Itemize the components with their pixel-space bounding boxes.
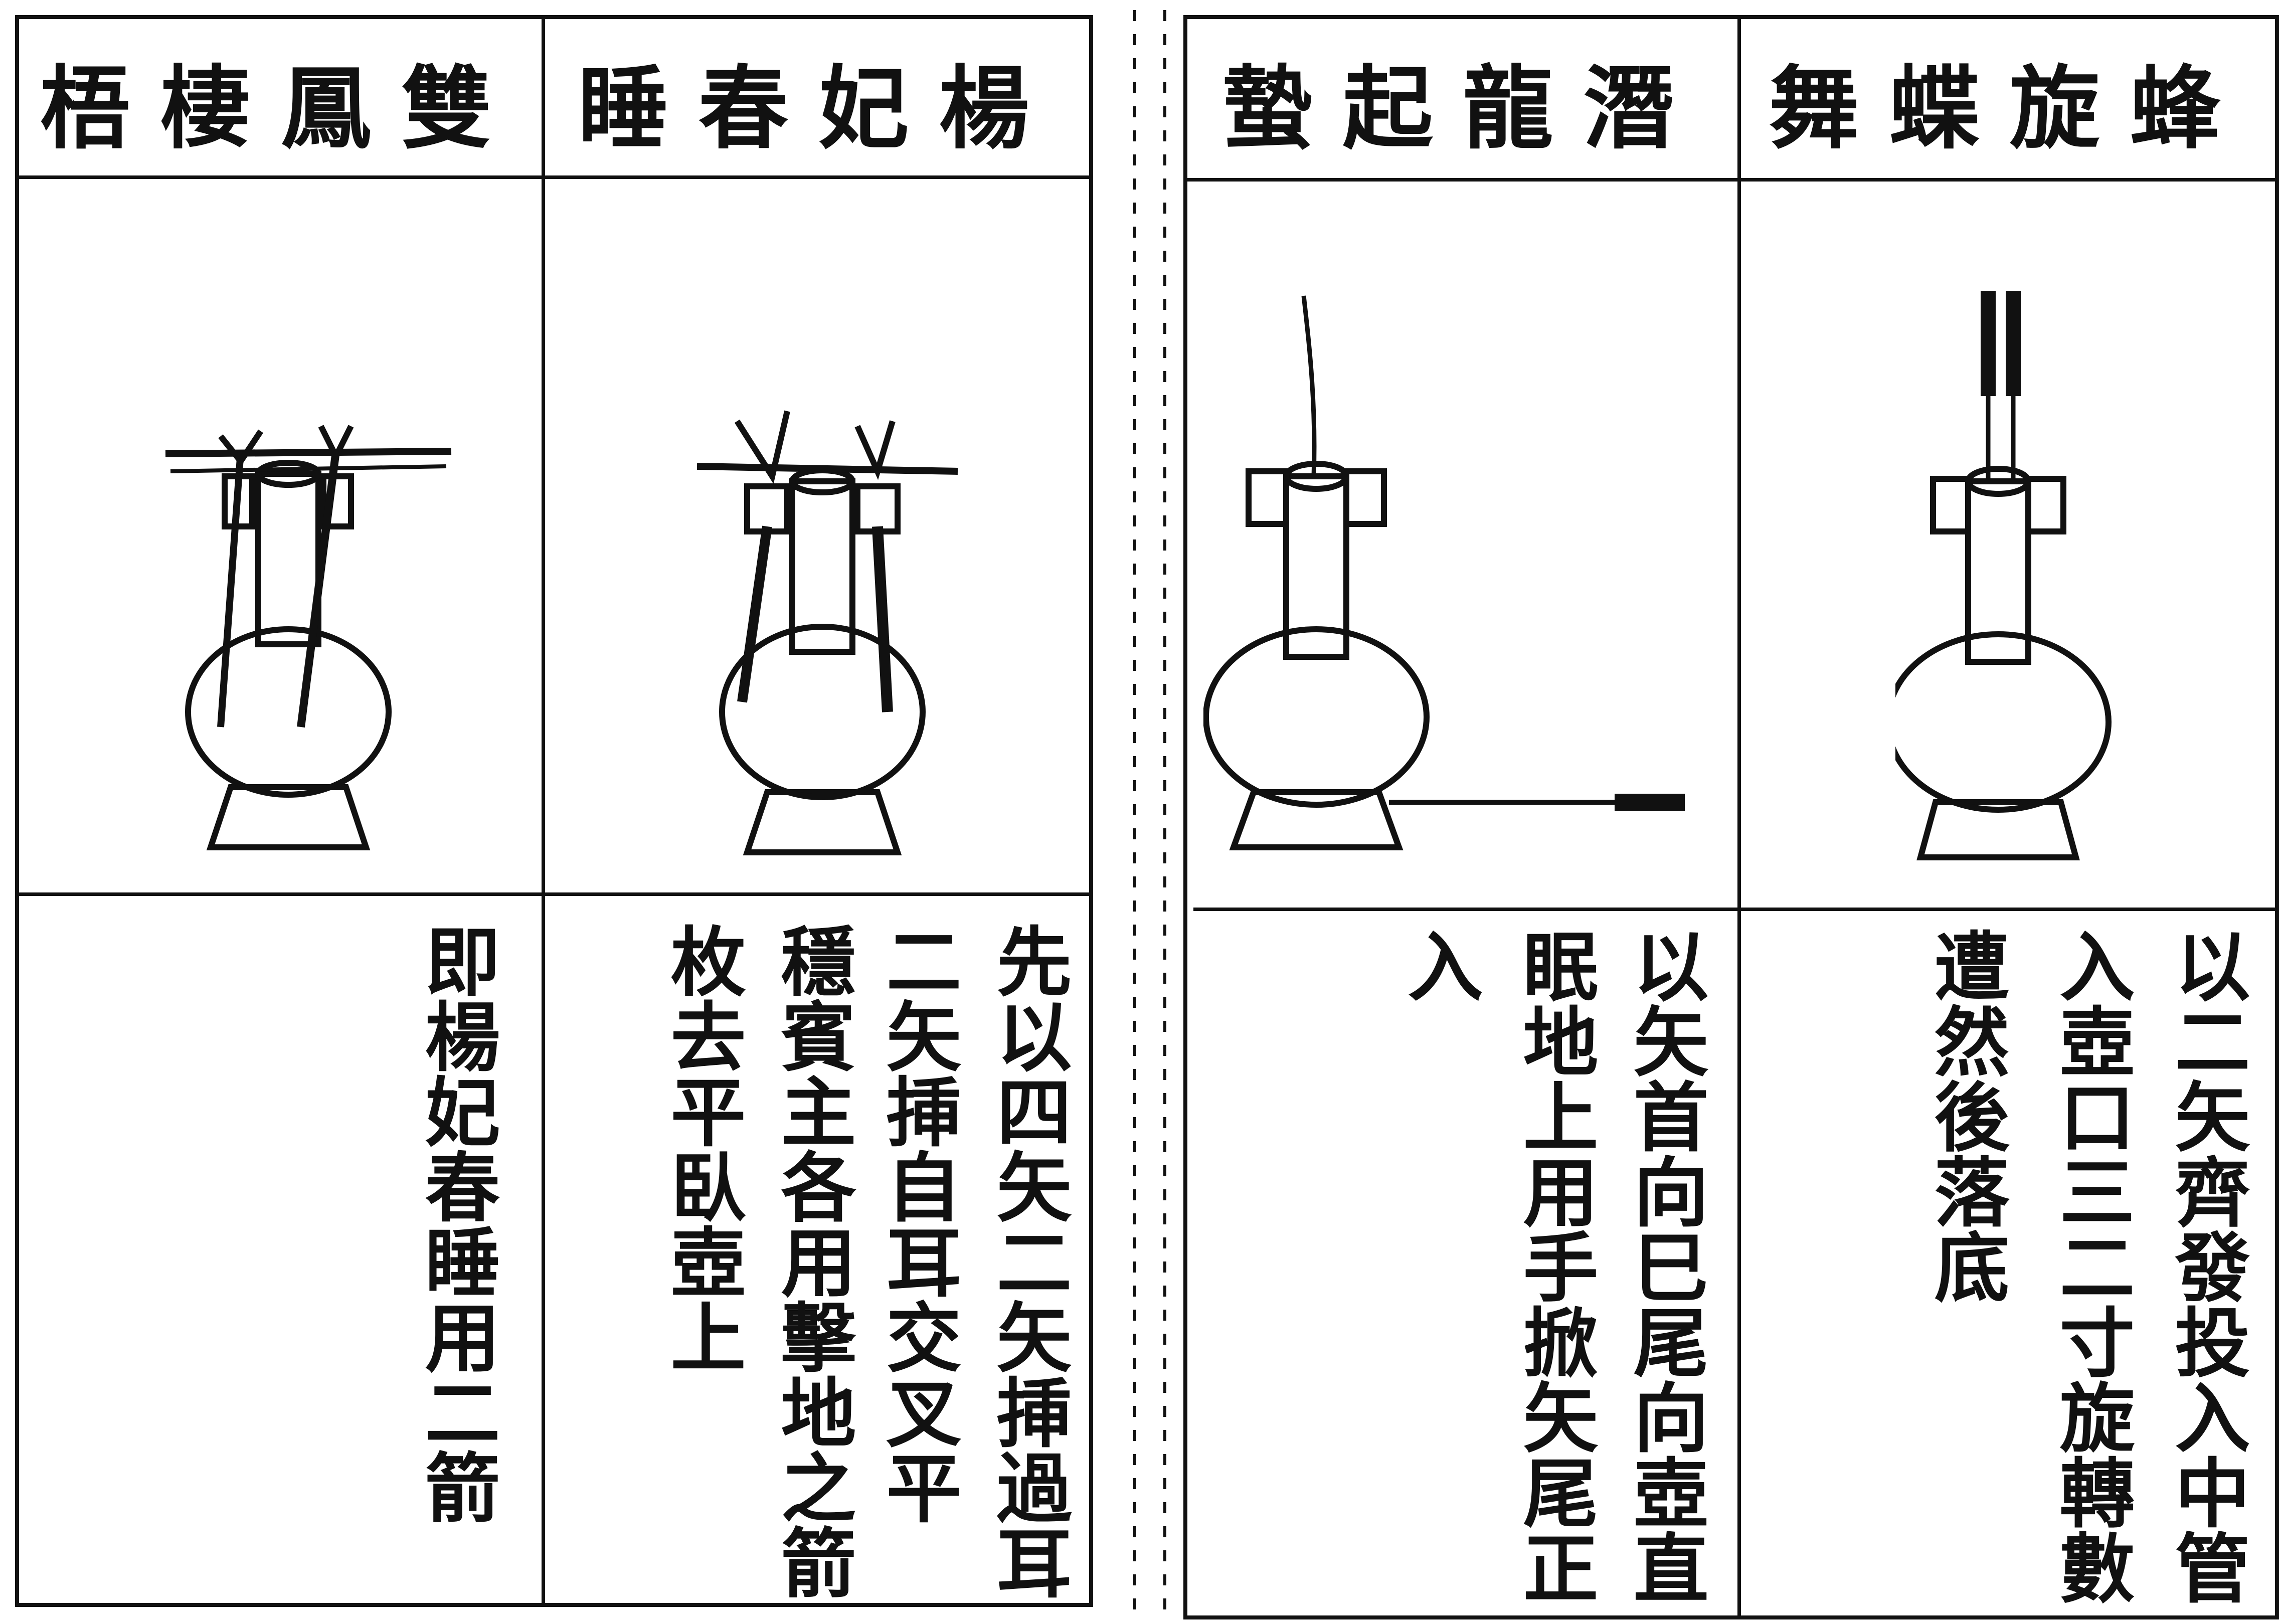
plate-3-text-col-1: 以矢首向巳尾向壺直 — [1621, 928, 1709, 1604]
arrow-feather-left — [218, 429, 263, 467]
pot-body — [719, 624, 926, 800]
right-column-divider — [1737, 15, 1741, 1619]
pot-neck — [1965, 478, 2031, 665]
left-image-rule — [15, 892, 1093, 896]
pot-ear-right — [1343, 468, 1387, 527]
plate-title-fengxuan: 蜂旋蝶舞 — [1769, 55, 2250, 161]
plate-2-text-col-3: 穩賓主各用擊地之箭 — [768, 923, 856, 1599]
plate-title-shuangfeng: 雙鳳棲梧 — [40, 55, 522, 161]
pot-body — [1895, 631, 2112, 813]
plate-1-text-col-1: 即楊妃春睡用二箭 — [412, 923, 500, 1524]
pot-body — [1203, 626, 1430, 808]
pot-base — [206, 784, 371, 850]
plate-4-text-col-3: 遭然後落底 — [1921, 928, 2010, 1304]
pot-neck — [255, 471, 321, 647]
pot-ear-right — [854, 483, 901, 534]
left-page-frame — [15, 15, 1093, 1607]
pot-illustration-4 — [1895, 281, 2146, 872]
plate-3-text-col-2: 眠地上用手掀矢尾正 — [1510, 928, 1599, 1604]
plate-4-text-col-2: 入壺口三二寸旋轉數 — [2047, 928, 2135, 1604]
plate-2-text-col-2: 二矢挿自耳交叉平 — [873, 923, 962, 1524]
left-header-rule — [15, 175, 1093, 179]
pot-ear-right — [320, 473, 354, 529]
left-column-divider — [542, 15, 545, 1607]
plate-4-text-col-1: 以二矢齊發投入中管 — [2162, 928, 2250, 1604]
arrow-left — [217, 451, 244, 728]
pot-illustration-1 — [100, 376, 491, 857]
right-header-rule — [1183, 178, 2279, 182]
arrow-feather-right — [854, 420, 896, 480]
pot-base — [1916, 799, 2080, 860]
pot-neck — [1283, 473, 1349, 660]
pot-ear-left — [1930, 476, 1971, 534]
arrow-left-down — [737, 525, 772, 703]
pot-neck — [789, 478, 855, 655]
pot-ear-left — [744, 483, 790, 534]
arrow-feather-right — [318, 425, 354, 463]
pot-base — [743, 789, 902, 855]
arrow-horizontal — [696, 463, 958, 475]
right-image-rule — [1193, 908, 2279, 911]
pot-base — [1229, 789, 1404, 850]
pot-ear-right — [2025, 476, 2066, 534]
arrow-horizontal-2 — [170, 464, 447, 473]
arrow-right-down — [872, 526, 893, 712]
pot-body — [185, 626, 392, 798]
arrow-right — [297, 450, 340, 728]
plate-title-qianlong: 潛龍起蟄 — [1222, 55, 1704, 161]
pot-ear-left — [1246, 468, 1289, 527]
center-fold-line — [1133, 10, 1136, 1614]
arrow-horizontal — [165, 448, 452, 457]
plate-2-text-col-1: 先以四矢二矢挿過耳 — [984, 923, 1072, 1599]
plate-2-text-col-4: 枚去平臥壺上 — [658, 923, 746, 1374]
pot-illustration-3 — [1203, 291, 1695, 872]
pot-illustration-2 — [667, 391, 1028, 872]
arrow-vertical — [1301, 295, 1317, 477]
plate-3-text-col-3: 入 — [1395, 928, 1483, 1003]
right-page-frame — [1183, 15, 2279, 1619]
plate-title-yangfei: 楊妃春睡 — [578, 55, 1060, 161]
center-fold-line-2 — [1163, 10, 1166, 1614]
arrow-feather-left — [734, 410, 790, 484]
pot-mouth — [255, 460, 321, 488]
